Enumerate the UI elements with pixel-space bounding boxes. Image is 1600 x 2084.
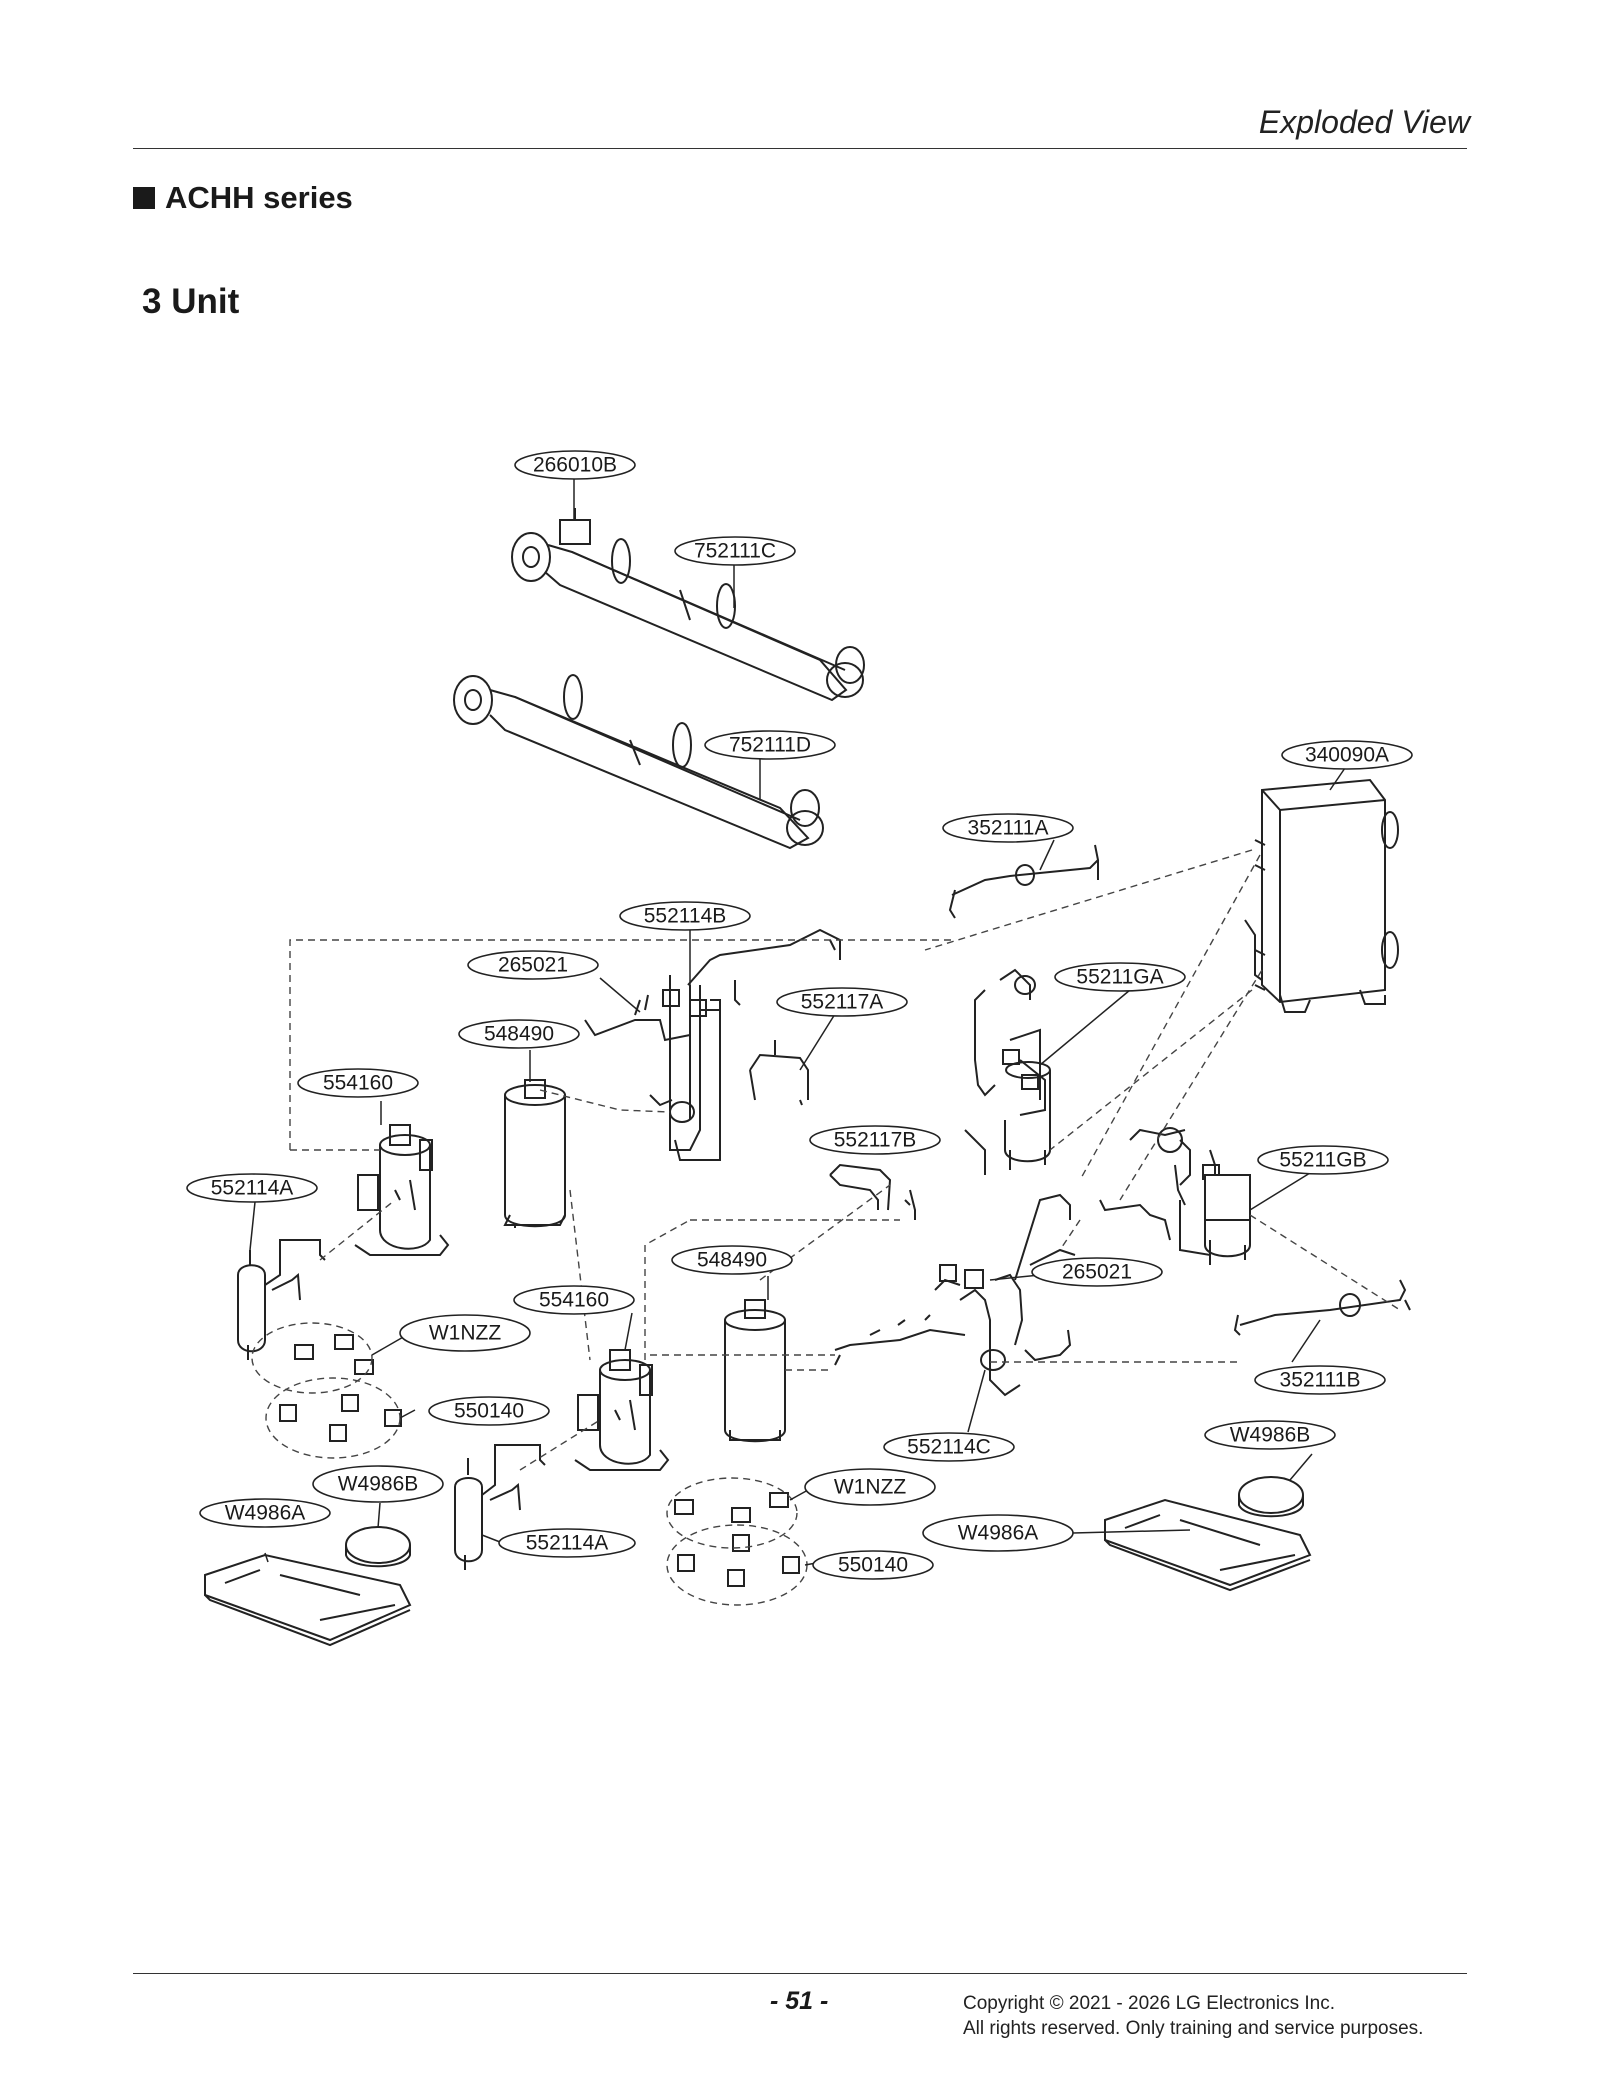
copyright-notice: Copyright © 2021 - 2026 LG Electronics I… <box>963 1991 1423 2041</box>
callout-bubble <box>619 901 751 931</box>
suction-accumulator-lower <box>454 1444 546 1570</box>
callout-bubble <box>399 1314 531 1352</box>
callout-bubble <box>498 1528 636 1558</box>
part-label: 352111B <box>1280 1369 1361 1392</box>
accumulator-lower <box>724 1299 786 1443</box>
callout-bubble <box>812 1550 934 1580</box>
footer-divider <box>133 1973 1467 1974</box>
callout-bubble <box>776 987 908 1017</box>
water-pipe-lower <box>453 674 824 850</box>
part-label: W1NZZ <box>834 1476 906 1499</box>
base-pan-right <box>1104 1498 1312 1592</box>
page-header-title: Exploded View <box>1258 104 1470 140</box>
cap-right <box>1238 1476 1304 1518</box>
callout-bubble <box>809 1125 941 1155</box>
suction-accumulator-upper <box>237 1239 326 1360</box>
part-label: W4986A <box>958 1522 1039 1545</box>
refrigerant-pipe-upper <box>948 844 1100 919</box>
part-label: 550140 <box>454 1400 524 1423</box>
callout-bubble <box>1254 1365 1386 1395</box>
part-label: 550140 <box>838 1554 908 1577</box>
water-pipe-upper <box>511 508 865 702</box>
callout-bubble <box>312 1465 444 1503</box>
callout-bubble <box>922 1514 1074 1552</box>
part-label: 548490 <box>484 1023 554 1046</box>
callout-bubble <box>514 450 636 480</box>
section-heading-text: ACHH series <box>165 180 353 215</box>
callout-bubble <box>513 1285 635 1315</box>
callout-bubble <box>674 536 796 566</box>
callout-bubble <box>186 1173 318 1203</box>
part-label: 265021 <box>1062 1261 1132 1284</box>
callout-bubble <box>467 950 599 980</box>
section-heading: ACHH series <box>133 180 353 216</box>
pipe-552117B <box>829 1163 916 1220</box>
part-label: W1NZZ <box>429 1322 501 1345</box>
callout-bubble <box>458 1019 580 1049</box>
part-label: 552114A <box>211 1177 294 1200</box>
copyright-line: Copyright © 2021 - 2026 LG Electronics I… <box>963 1993 1336 2014</box>
callout-bubble <box>1054 962 1186 992</box>
callout-bubble <box>804 1468 936 1506</box>
callout-bubble <box>704 730 836 760</box>
callout-bubble <box>1281 740 1413 770</box>
pipe-552117A <box>749 1040 809 1106</box>
callout-bubble <box>1257 1145 1389 1175</box>
black-square-icon <box>133 187 155 209</box>
part-label: 548490 <box>697 1249 767 1272</box>
callout-bubble <box>883 1432 1015 1462</box>
part-label: W4986A <box>225 1502 306 1525</box>
page-number: - 51 - <box>770 1987 829 2015</box>
part-label: 554160 <box>323 1072 393 1095</box>
valve-assembly-upper <box>584 928 841 1161</box>
callout-bubble <box>671 1245 793 1275</box>
part-label: 265021 <box>498 954 568 977</box>
callout-bubble <box>297 1068 419 1098</box>
copyright-line: All rights reserved. Only training and s… <box>963 2018 1424 2039</box>
compressor-upper <box>354 1124 450 1256</box>
part-label: 552114C <box>907 1436 991 1459</box>
valve-assembly-right-lower <box>1099 1127 1251 1265</box>
valve-assembly-right-upper <box>964 968 1051 1175</box>
part-label: 552114A <box>526 1532 609 1555</box>
refrigerant-pipe-lower <box>1233 1279 1411 1336</box>
part-label: 552117B <box>834 1129 917 1152</box>
unit-subheading: 3 Unit <box>142 282 240 321</box>
callout-bubble <box>1031 1257 1163 1287</box>
part-label: 352111A <box>968 817 1049 840</box>
callout-bubble <box>428 1396 550 1426</box>
header-divider <box>133 148 1467 149</box>
compressor-lower <box>574 1349 670 1471</box>
callout-bubble <box>942 813 1074 843</box>
base-pan-left <box>204 1553 412 1647</box>
part-label: W4986B <box>1230 1424 1311 1447</box>
part-label: W4986B <box>338 1473 419 1496</box>
callout-bubble <box>199 1498 331 1528</box>
cap-left <box>345 1526 411 1568</box>
part-label: 554160 <box>539 1289 609 1312</box>
part-label: 55211GA <box>1076 966 1163 989</box>
plate-heat-exchanger <box>1244 778 1399 1013</box>
valve-assembly-lower <box>834 1193 1076 1397</box>
mounts-group-lower <box>674 1492 800 1587</box>
mounts-group-upper <box>279 1334 402 1442</box>
part-label: 752111C <box>694 540 776 563</box>
part-label: 552117A <box>801 991 884 1014</box>
part-label: 552114B <box>644 905 727 928</box>
accumulator-upper <box>503 1079 566 1228</box>
part-label: 266010B <box>533 454 617 477</box>
part-label: 752111D <box>729 734 811 757</box>
part-label: 340090A <box>1305 744 1389 767</box>
part-label: 55211GB <box>1279 1149 1366 1172</box>
callout-bubble <box>1204 1420 1336 1450</box>
